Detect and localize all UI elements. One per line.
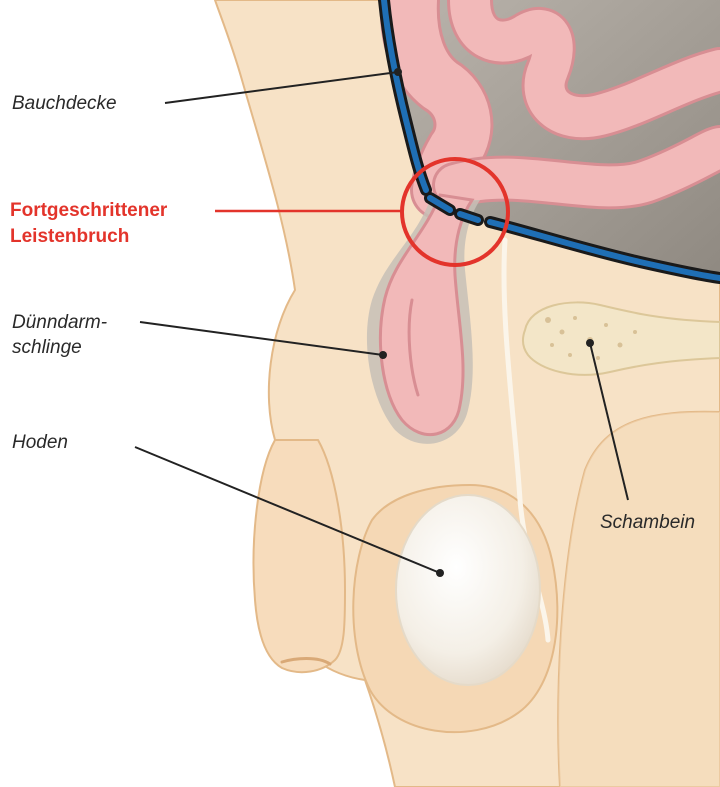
label-hoden: Hoden [12,430,68,455]
label-duenndarmschlinge: Dünndarm- schlinge [12,310,107,360]
testicle [396,495,540,685]
label-schambein: Schambein [600,510,695,535]
penis [254,440,345,672]
label-bauchdecke: Bauchdecke [12,91,117,116]
label-leistenbruch: Fortgeschrittener Leistenbruch [10,198,167,250]
